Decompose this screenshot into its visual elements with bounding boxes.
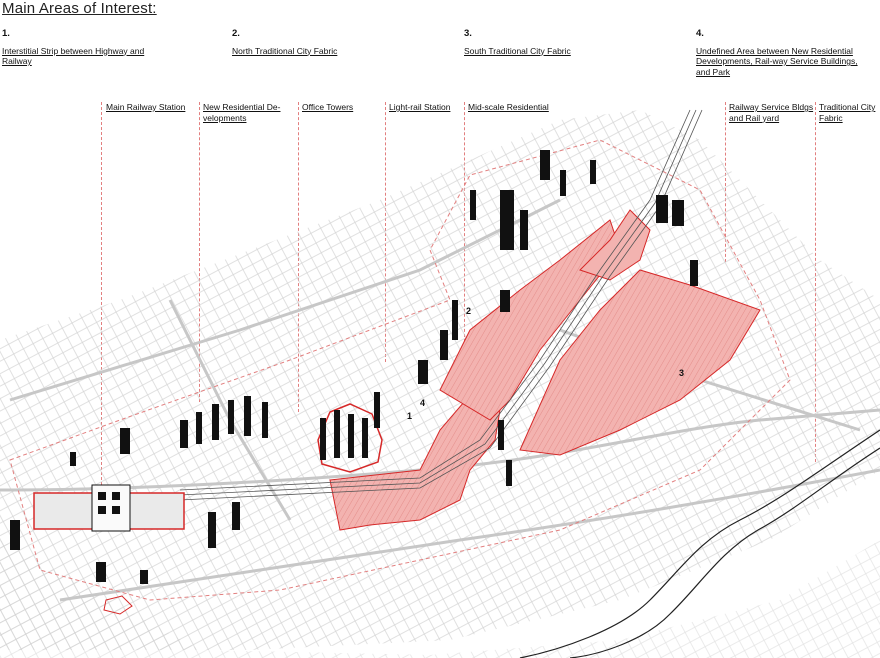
area-3-description: South Traditional City Fabric (464, 45, 571, 56)
page-title: Main Areas of Interest: (2, 0, 157, 17)
label-new-residential-developments: New Residential De- velopments (203, 102, 281, 123)
area-4-description: Undefined Area between New Residential D… (696, 45, 858, 77)
area-2: 2. North Traditional City Fabric (232, 28, 402, 56)
area-marker-2: 2 (466, 306, 471, 316)
label-main-railway-station: Main Railway Station (106, 102, 186, 112)
highlighted-zones (329, 209, 761, 531)
label-mid-scale-residential: Mid-scale Residential (468, 102, 549, 112)
city-ground (0, 110, 880, 658)
highway-loop (103, 595, 133, 615)
area-3: 3. South Traditional City Fabric (464, 28, 634, 56)
label-railway-service-buildings: Railway Service Bldgs and Rail yard (729, 102, 814, 123)
label-light-rail-station: Light-rail Station (389, 102, 451, 112)
main-railway-station (33, 484, 185, 532)
area-marker-1: 1 (407, 411, 412, 421)
river (519, 429, 880, 658)
area-marker-3: 3 (679, 368, 684, 378)
study-boundary (9, 139, 791, 601)
office-towers-outline (317, 403, 383, 473)
area-marker-4: 4 (420, 398, 425, 408)
label-office-towers: Office Towers (302, 102, 354, 112)
area-1-number: 1. (2, 28, 10, 39)
leader-line-residential (199, 102, 200, 402)
area-4-number: 4. (696, 28, 704, 39)
building-masses (10, 150, 698, 584)
area-1-description: Interstitial Strip between Highway and R… (2, 45, 145, 67)
area-2-description: North Traditional City Fabric (232, 45, 338, 56)
zone-4-undefined-area (579, 209, 651, 281)
area-4: 4. Undefined Area between New Residentia… (696, 28, 874, 77)
label-traditional-city-fabric: Traditional City Fabric (819, 102, 876, 123)
area-1: 1. Interstitial Strip between Highway an… (2, 28, 172, 67)
area-2-number: 2. (232, 28, 240, 39)
leader-line-railway-station (101, 102, 102, 490)
area-3-number: 3. (464, 28, 472, 39)
